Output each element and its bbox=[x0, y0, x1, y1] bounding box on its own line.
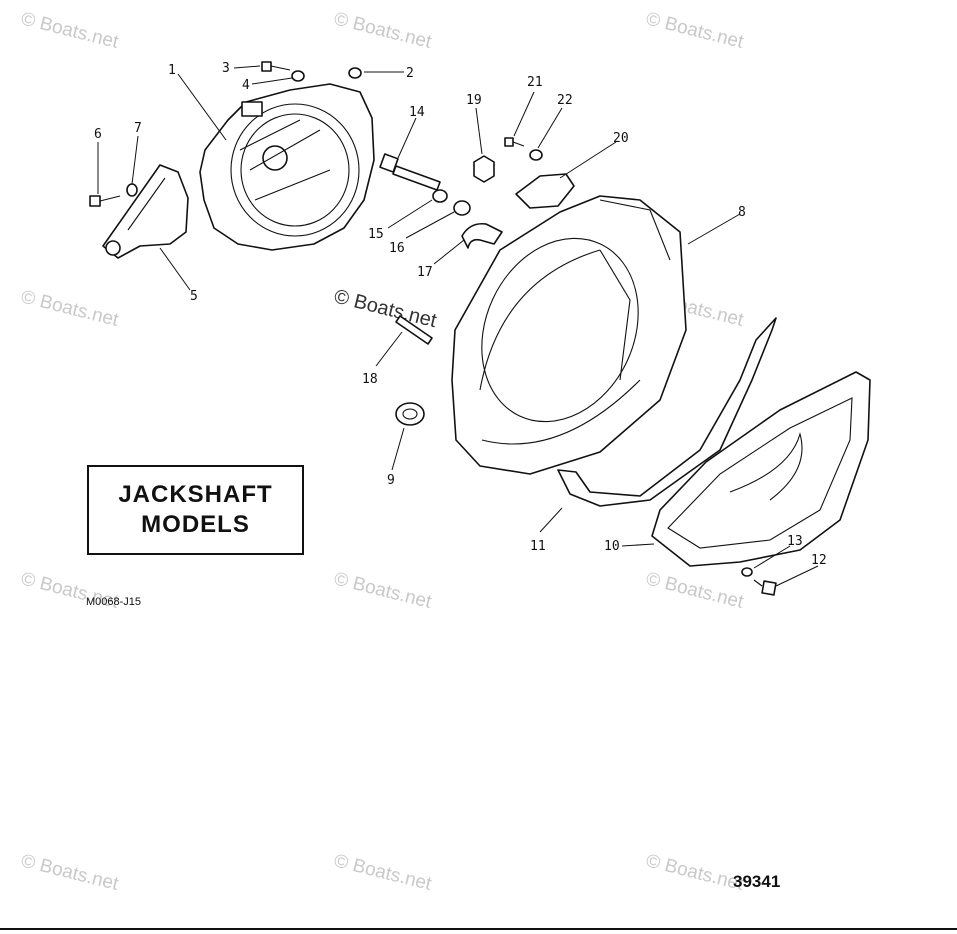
title-line-1: JACKSHAFT bbox=[118, 481, 273, 508]
part-8-flywheel-housing bbox=[451, 195, 687, 475]
figure-number: 39341 bbox=[733, 872, 781, 891]
callout-21: 21 bbox=[527, 75, 543, 90]
part-10-plate bbox=[651, 371, 871, 567]
callout-2: 2 bbox=[406, 66, 414, 81]
callout-18: 18 bbox=[362, 372, 378, 387]
callout-19: 19 bbox=[466, 93, 482, 108]
callout-7: 7 bbox=[134, 121, 142, 136]
part-20-cover bbox=[515, 173, 575, 209]
callout-17: 17 bbox=[417, 265, 433, 280]
part-14-bolt bbox=[379, 153, 441, 191]
part-5-bracket bbox=[102, 164, 189, 259]
watermark: © Boats.net bbox=[19, 850, 121, 895]
callout-12: 12 bbox=[811, 553, 827, 568]
part-15-washer bbox=[432, 189, 448, 203]
part-18-stud bbox=[395, 315, 433, 345]
watermark-grid: © Boats.net © Boats.net © Boats.net © Bo… bbox=[19, 8, 746, 895]
callout-labels: 1 2 3 4 5 6 7 8 9 10 11 12 13 14 15 16 1… bbox=[94, 61, 827, 568]
part-17-clip bbox=[461, 222, 503, 249]
watermark: © Boats.net bbox=[644, 8, 746, 53]
leader-lines bbox=[97, 65, 819, 587]
reference-code: M0068-J15 bbox=[86, 596, 142, 608]
part-21-screw bbox=[504, 137, 525, 147]
watermark-center: © Boats.net bbox=[332, 286, 439, 333]
part-12-bolt bbox=[753, 579, 777, 596]
callout-8: 8 bbox=[738, 205, 746, 220]
callout-10: 10 bbox=[604, 539, 620, 554]
callout-6: 6 bbox=[94, 127, 102, 142]
part-1-housing bbox=[199, 83, 375, 251]
part-16-washer bbox=[453, 200, 471, 216]
watermark: © Boats.net bbox=[19, 8, 121, 53]
part-13-washer bbox=[741, 567, 753, 577]
callout-3: 3 bbox=[222, 61, 230, 76]
part-11-gasket bbox=[557, 317, 777, 507]
bottom-divider bbox=[0, 928, 957, 930]
callout-13: 13 bbox=[787, 534, 803, 549]
part-3-screw bbox=[261, 61, 291, 72]
callout-9: 9 bbox=[387, 473, 395, 488]
callout-20: 20 bbox=[613, 131, 629, 146]
callout-15: 15 bbox=[368, 227, 384, 242]
watermark: © Boats.net bbox=[644, 850, 746, 895]
watermark: © Boats.net bbox=[332, 8, 434, 53]
callout-22: 22 bbox=[557, 93, 573, 108]
part-22-washer bbox=[529, 149, 543, 161]
watermark: © Boats.net bbox=[332, 568, 434, 613]
part-9-seal bbox=[395, 402, 425, 426]
watermark: © Boats.net bbox=[19, 286, 121, 331]
callout-1: 1 bbox=[168, 63, 176, 78]
callout-11: 11 bbox=[530, 539, 546, 554]
part-19-nut bbox=[473, 155, 495, 183]
watermark: © Boats.net bbox=[332, 850, 434, 895]
callout-4: 4 bbox=[242, 78, 250, 93]
part-2-plug bbox=[348, 67, 362, 79]
callout-5: 5 bbox=[190, 289, 198, 304]
callout-14: 14 bbox=[409, 105, 425, 120]
part-7-washer bbox=[126, 183, 138, 197]
watermark: © Boats.net bbox=[644, 568, 746, 613]
models-title-box: JACKSHAFT MODELS bbox=[87, 465, 304, 555]
title-line-2: MODELS bbox=[141, 511, 250, 538]
part-6-bolt bbox=[89, 195, 121, 207]
part-4-washer bbox=[291, 70, 305, 82]
callout-16: 16 bbox=[389, 241, 405, 256]
